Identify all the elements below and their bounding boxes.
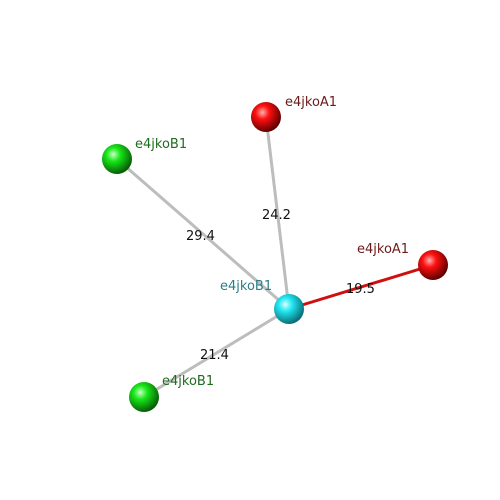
edge-label-center-right: 19.5 bbox=[346, 282, 375, 297]
node-right[interactable] bbox=[418, 250, 448, 280]
edge-center-top bbox=[264, 116, 291, 310]
node-label-right: e4jkoA1 bbox=[357, 242, 409, 257]
node-top[interactable] bbox=[251, 102, 281, 132]
edge-label-center-top: 24.2 bbox=[262, 208, 291, 223]
node-label-top: e4jkoA1 bbox=[285, 95, 337, 110]
node-label-upper-left: e4jkoB1 bbox=[135, 137, 187, 152]
edge-center-upper-left bbox=[116, 157, 290, 311]
node-upper-left[interactable] bbox=[102, 144, 132, 174]
node-label-lower-left: e4jkoB1 bbox=[162, 374, 214, 389]
node-lower-left[interactable] bbox=[129, 382, 159, 412]
node-label-center: e4jkoB1 bbox=[220, 279, 272, 294]
node-labels: e4jkoA1 e4jkoA1 e4jkoB1 e4jkoB1 e4jkoB1 bbox=[135, 95, 409, 389]
node-center[interactable] bbox=[274, 294, 304, 324]
nodes bbox=[102, 102, 448, 412]
edge-label-center-lower-left: 21.4 bbox=[200, 348, 229, 363]
edge-labels: 24.2 19.5 29.4 21.4 bbox=[186, 208, 375, 363]
edges bbox=[116, 116, 434, 399]
edge-label-center-upper-left: 29.4 bbox=[186, 229, 215, 244]
edge-center-right bbox=[288, 263, 434, 311]
edge-center-lower-left bbox=[143, 307, 290, 399]
